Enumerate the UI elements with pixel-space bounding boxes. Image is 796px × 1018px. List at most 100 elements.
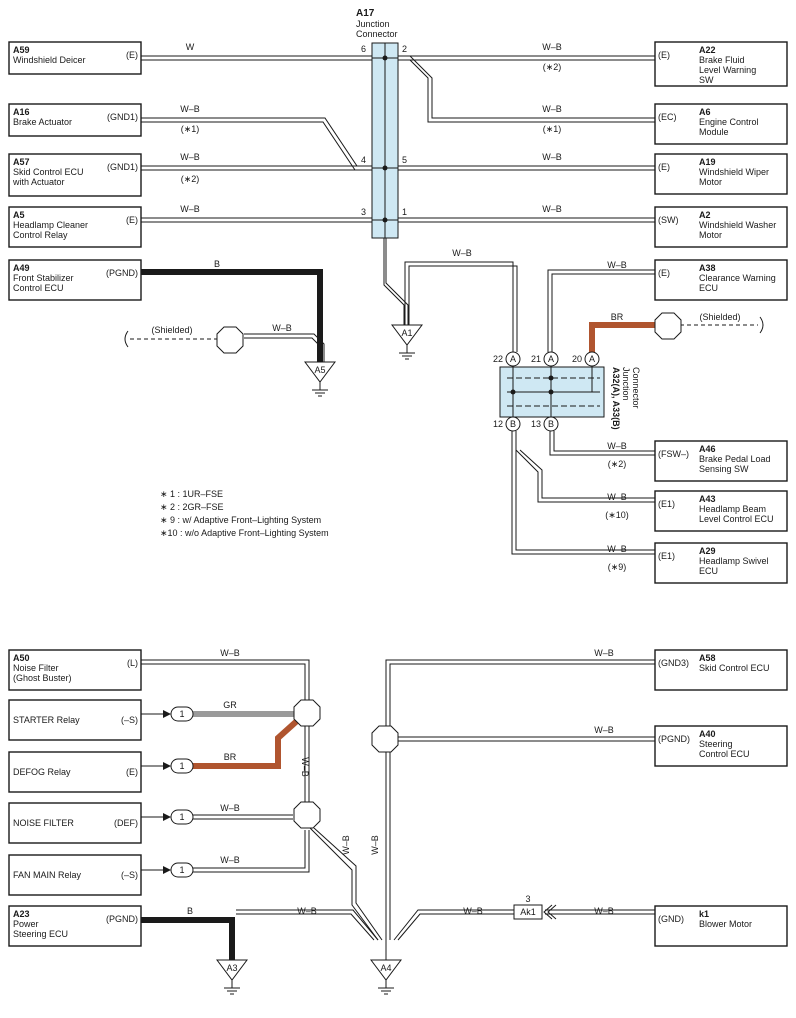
connector-pin: 1 [179,761,184,771]
component-code: k1 [699,909,709,919]
pin-13-letter: B [548,419,554,429]
note-label: (∗2) [608,459,627,469]
connector-pin: 1 [179,812,184,822]
component-code: A29 [699,546,716,556]
note-label: (∗2) [181,174,200,184]
wire-label: W–B [180,204,200,214]
component-name-line2: Control Relay [13,230,68,240]
component-name-line1: Brake Actuator [13,117,72,127]
component-code: A38 [699,263,716,273]
component-name-line1: Windshield Deicer [13,55,86,65]
a17-pin-1: 1 [402,207,407,217]
wire-label: W–B [180,152,200,162]
component-starter: STARTER Relay(–S) [8,699,142,741]
ground-a5-label: A5 [314,365,325,375]
component-name-line1: Brake Fluid [699,55,745,65]
wire-label: W–B [607,492,627,502]
component-code: A23 [13,909,30,919]
a17-pin-5: 5 [402,155,407,165]
wire-label: W–B [607,441,627,451]
wire-label: W–B [542,42,562,52]
component-name-line2: Level Control ECU [699,514,774,524]
wire-label: BR [224,752,237,762]
shielded-label-right: (Shielded) [699,312,740,322]
component-name-line1: Blower Motor [699,919,752,929]
component-pin: (E) [658,268,670,278]
wire-label: BR [611,312,624,322]
wire-label-vertical: W–B [370,835,380,855]
component-pin: (SW) [658,215,679,225]
component-code: A43 [699,494,716,504]
wire-label: B [214,259,220,269]
wire-label: W–B [607,260,627,270]
component-name-line2: ECU [699,283,718,293]
component-code: A59 [13,45,30,55]
component-pin: (PGND) [658,734,690,744]
component-name-line2: Control ECU [13,283,64,293]
component-name-line1: Windshield Wiper [699,167,769,177]
component-name-line1: DEFOG Relay [13,767,71,777]
component-name-line1: Windshield Washer [699,220,776,230]
pin-20-letter: A [589,354,595,364]
component-pin: (PGND) [106,268,138,278]
wire-label: W–B [220,803,240,813]
component-name-line1: Skid Control ECU [13,167,84,177]
component-pin: (FSW–) [658,449,689,459]
a17-pin-6: 6 [361,44,366,54]
component-code: A16 [13,107,30,117]
wire-label: W–B [220,648,240,658]
component-name-line1: Skid Control ECU [699,663,770,673]
component-code: A49 [13,263,30,273]
ak1-pin: 3 [525,894,530,904]
ak1-label: Ak1 [520,907,536,917]
legend-3: ∗ 9 : w/ Adaptive Front–Lighting System [160,515,321,525]
ground-a5 [304,361,336,397]
wire-label: W–B [452,248,472,258]
component-code: A46 [699,444,716,454]
component-name-line3: SW [699,75,714,85]
wire-label: W [186,42,195,52]
component-name-line1: Front Stabilizer [13,273,74,283]
shielded-label-left: (Shielded) [151,325,192,335]
component-pin: (E1) [658,551,675,561]
component-pin: (L) [127,658,138,668]
connector-pin: 1 [179,865,184,875]
a17-code: A17 [356,8,375,19]
component-name-line1: Clearance Warning [699,273,776,283]
component-code: A6 [699,107,711,117]
ground-a4-label: A4 [380,963,391,973]
wire-label: GR [223,700,237,710]
component-name-line1: Headlamp Cleaner [13,220,88,230]
a17-pin-2: 2 [402,44,407,54]
wire-label: W–B [463,906,483,916]
component-pin: (E) [658,50,670,60]
component-code: A2 [699,210,711,220]
wire-label: W–B [607,544,627,554]
component-name-line1: NOISE FILTER [13,818,74,828]
wire-label: W–B [180,104,200,114]
note-label: (∗1) [543,124,562,134]
wire-label: W–B [542,104,562,114]
component-pin: (GND3) [658,658,689,668]
a32-pin-22: 22 [493,354,503,364]
component-name-line2: Level Warning [699,65,756,75]
component-pin: (–S) [121,715,138,725]
pin-22-letter: A [510,354,516,364]
component-name-line2: Control ECU [699,749,750,759]
pin-12-letter: B [510,419,516,429]
component-pin: (EC) [658,112,677,122]
component-name-line2: Sensing SW [699,464,749,474]
component-name-line2: Motor [699,230,722,240]
